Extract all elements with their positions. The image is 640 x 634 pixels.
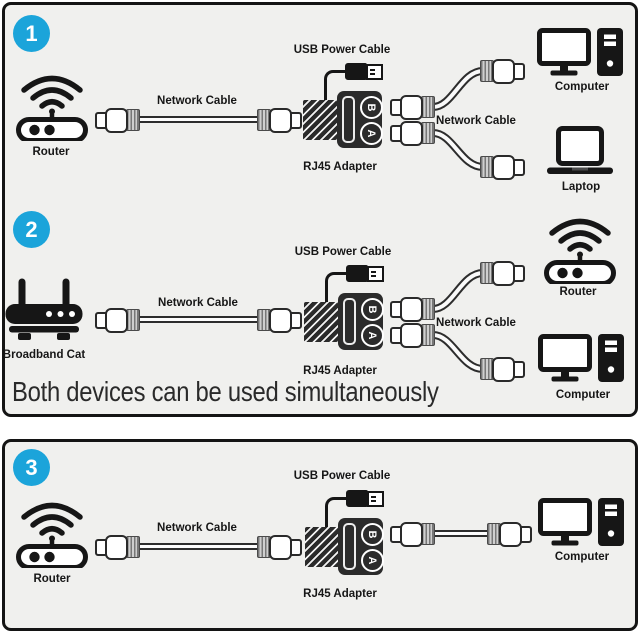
computer-icon [538,498,626,548]
router-label: Router [559,286,597,298]
network-cable [138,316,258,323]
network-cable-label: Network Cable [436,317,516,329]
adapter-slot [342,96,355,143]
cable-plug [95,534,140,560]
cable-plug [480,154,525,180]
computer-icon [537,28,625,78]
usb-cable [324,70,349,103]
computer-label: Computer [555,389,611,401]
usb-power-cable-label: USB Power Cable [294,246,392,258]
usb-plug-icon [346,490,384,507]
router-icon [16,67,88,141]
note-text: Both devices can be used simultaneously [12,376,439,407]
port-b: B [361,298,384,321]
network-cable-label: Network Cable [436,115,516,127]
port-b: B [361,523,384,546]
usb-power-cable-label: USB Power Cable [293,44,391,56]
broadband-cat-icon [5,277,83,341]
cable-plug [390,296,435,322]
usb-plug-icon [346,265,384,282]
panel-steps-1-2 [2,2,638,417]
computer-label: Computer [554,81,610,93]
step1-number: 1 [25,20,38,46]
adapter-hatch [305,527,339,567]
port-a: A [360,122,383,145]
cable-plug [257,107,302,133]
usb-cable [325,272,350,305]
port-a: A [361,324,384,347]
step2-number: 2 [25,216,38,242]
network-cable [138,543,258,550]
port-a: A [361,549,384,572]
step1-badge: 1 [13,15,50,52]
computer-label: Computer [554,551,610,563]
cable-plug [95,307,140,333]
computer-icon [538,334,626,384]
network-cable-label: Network Cable [158,297,238,309]
usb-cable [325,497,350,530]
router-label: Router [32,146,70,158]
rj45-adapter: B A [338,293,384,350]
adapter-hatch [304,302,338,342]
step3-badge: 3 [13,449,50,486]
cable-plug [257,307,302,333]
broadband-cat-label: Broadband Cat [2,349,86,361]
port-b: B [360,96,383,119]
adapter-slot [343,298,356,345]
cable-plug [390,521,435,547]
cable-plug [487,521,532,547]
laptop-icon [546,126,614,176]
rj45-adapter: B A [337,91,383,148]
network-cable [138,116,258,123]
step3-number: 3 [25,454,38,480]
usb-plug-icon [345,63,383,80]
network-cable [433,530,489,537]
adapter-hatch [303,100,337,140]
rj45-adapter-label: RJ45 Adapter [303,588,377,600]
cable-plug [257,534,302,560]
network-cable-label: Network Cable [157,522,237,534]
rj45-adapter: B A [338,518,384,575]
network-cable-label: Network Cable [157,95,237,107]
router-label: Router [33,573,71,585]
router-icon [544,210,616,284]
cable-plug [390,94,435,120]
cable-plug [95,107,140,133]
cable-plug [390,120,435,146]
cable-plug [480,58,525,84]
router-icon [16,494,88,568]
rj45-adapter-label: RJ45 Adapter [303,161,377,173]
cable-plug [480,260,525,286]
rj45-adapter-label: RJ45 Adapter [303,365,377,377]
laptop-label: Laptop [561,181,601,193]
step2-badge: 2 [13,211,50,248]
usb-power-cable-label: USB Power Cable [293,470,391,482]
cable-plug [480,356,525,382]
cable-plug [390,322,435,348]
adapter-slot [343,523,356,570]
